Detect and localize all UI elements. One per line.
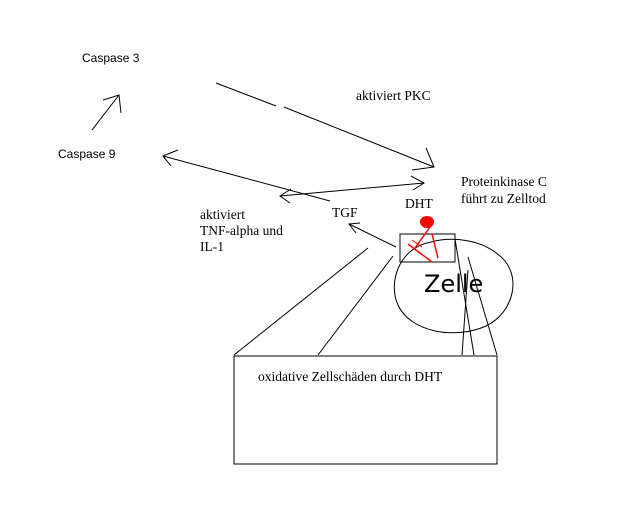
caspase3-label: Caspase 3	[82, 51, 140, 65]
caspase9-label: Caspase 9	[58, 147, 116, 161]
proteinkinase-label-line2: führt zu Zelltod	[461, 191, 546, 206]
aktiviert-label-line1: aktiviert	[200, 207, 245, 222]
arrow-tgf-pkc-double	[279, 175, 425, 204]
box-text: oxidative Zellschäden durch DHT	[258, 369, 443, 384]
arrow-to-pkc	[215, 82, 435, 171]
arrow-caspase9-to-caspase3	[91, 94, 122, 131]
dht-label: DHT	[405, 196, 433, 211]
aktiviert-pkc-label: aktiviert PKC	[356, 88, 431, 103]
aktiviert-label-line3: IL-1	[200, 239, 224, 254]
cell-circle	[393, 238, 514, 334]
zelle-label: Zelle	[424, 270, 483, 298]
oxidative-damage-box	[233, 355, 498, 465]
tgf-label: TGF	[332, 205, 358, 220]
dht-entry-box	[399, 233, 456, 263]
dht-red-mark	[407, 216, 439, 263]
projection-lines	[233, 238, 498, 356]
arrow-box-to-tgf	[348, 222, 397, 248]
aktiviert-label-line2: TNF-alpha und	[200, 223, 283, 238]
proteinkinase-label-line1: Proteinkinase C	[461, 174, 547, 189]
